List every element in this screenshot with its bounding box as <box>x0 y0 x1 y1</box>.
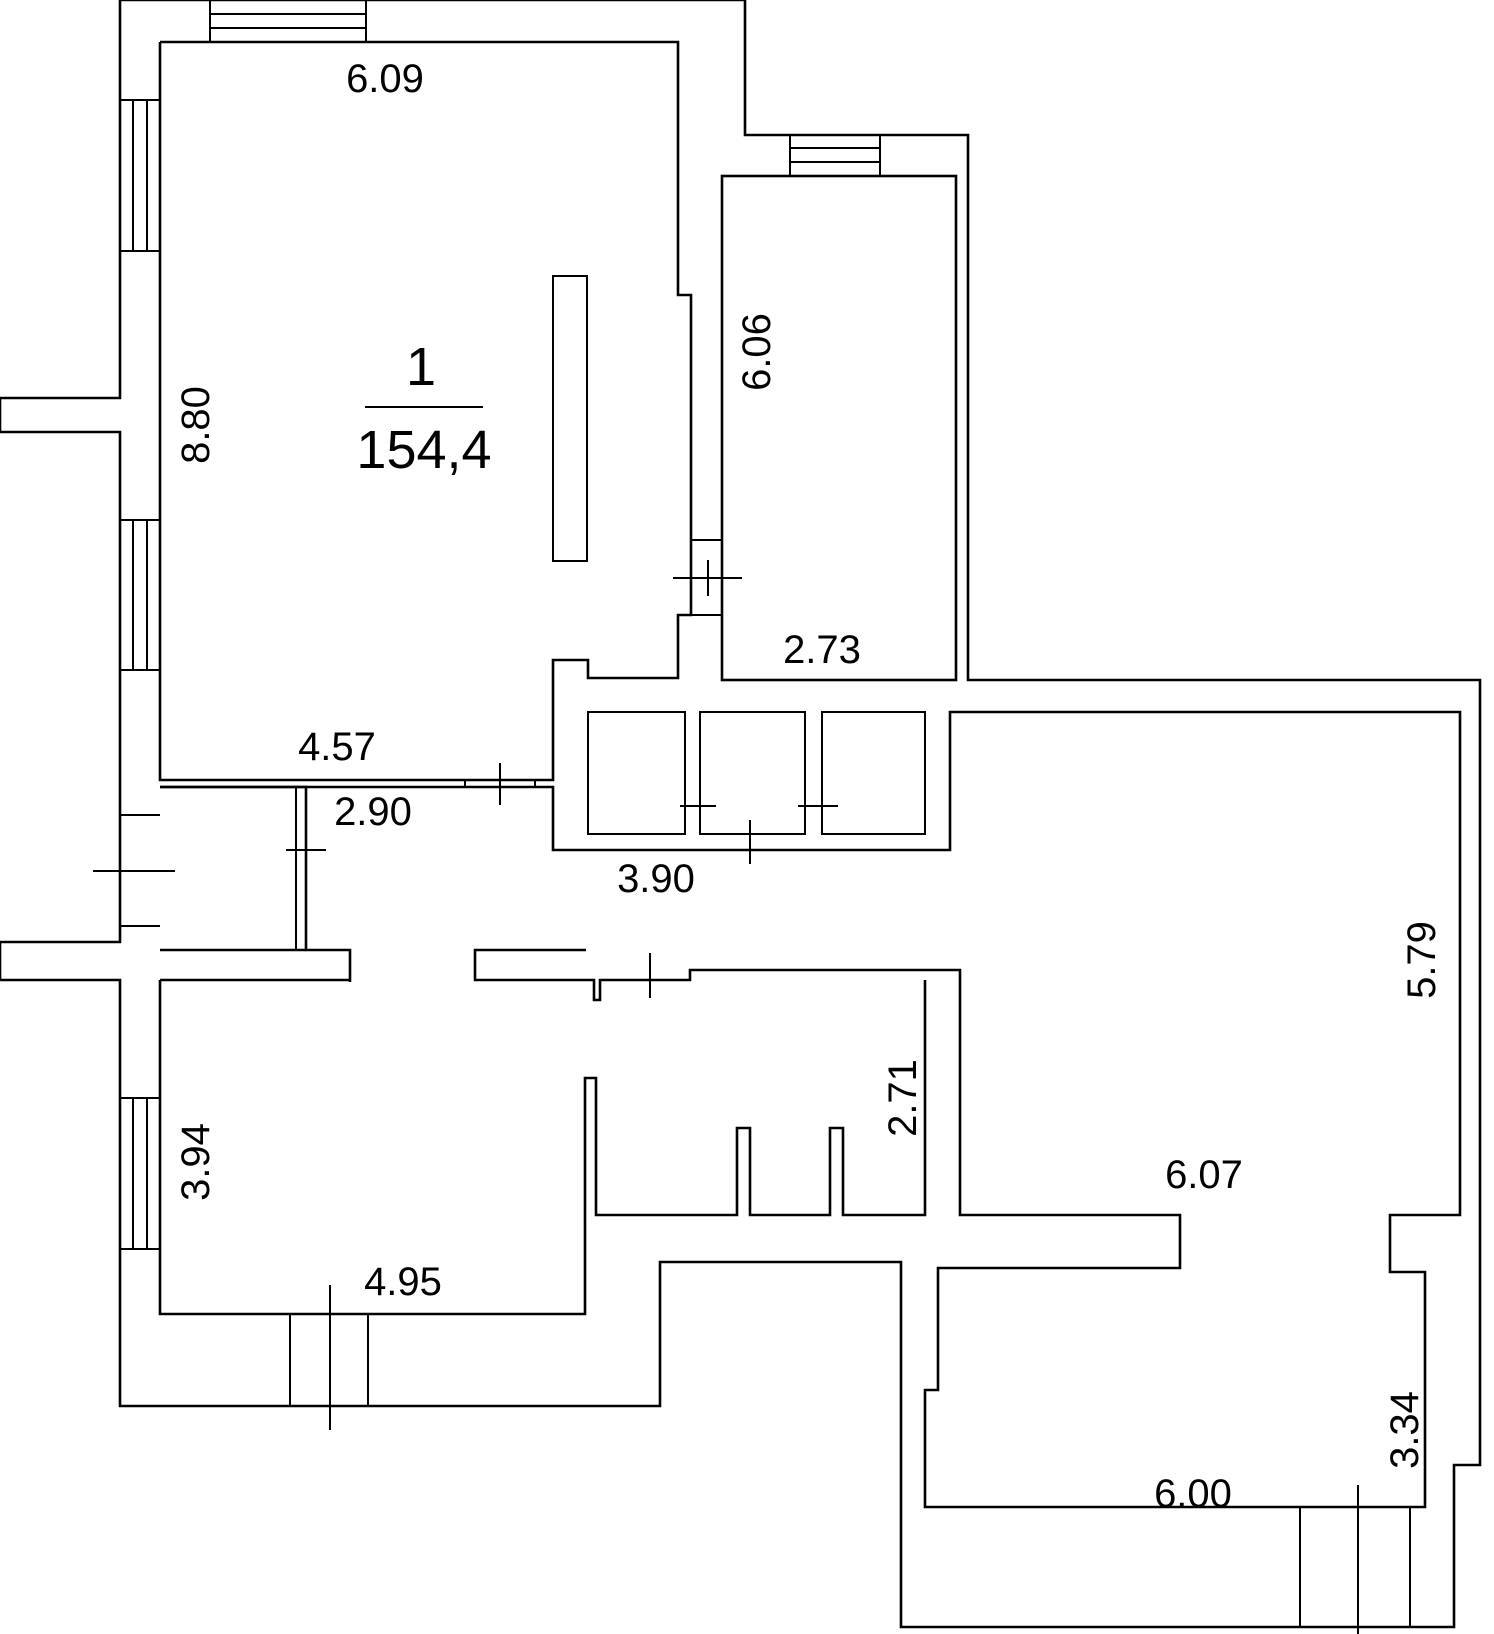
room-number: 1 <box>406 337 436 397</box>
dim-top-width: 6.09 <box>346 57 424 101</box>
dim-small-room-width: 2.90 <box>334 790 412 834</box>
corridor-walls <box>673 174 958 682</box>
dim-bath-height: 2.71 <box>881 1059 925 1137</box>
small-room-walls <box>93 785 352 982</box>
windows <box>119 0 881 1250</box>
room-label: 1 154,4 <box>356 337 491 480</box>
dim-bottom-left-width: 4.95 <box>364 1260 442 1304</box>
dim-bottom-right-width: 6.00 <box>1154 1472 1232 1516</box>
dim-left-height: 8.80 <box>174 386 218 464</box>
dim-bottom-right-height: 3.34 <box>1383 1391 1427 1469</box>
bottom-right-door <box>1299 1485 1411 1634</box>
dim-closets-width: 3.90 <box>617 857 695 901</box>
dim-corridor-width: 6.06 <box>735 313 779 391</box>
closets <box>587 711 926 864</box>
dim-corridor-bottom: 2.73 <box>783 628 861 672</box>
hall-walls <box>160 710 1462 1509</box>
bottom-left-room-walls <box>158 953 927 1430</box>
dim-hall-width: 4.57 <box>298 725 376 769</box>
room-1-walls <box>158 40 693 782</box>
column <box>552 275 588 562</box>
dim-right-height: 5.79 <box>1400 921 1444 999</box>
dimension-labels: 6.09 8.80 6.06 2.73 4.57 2.90 3.90 5.79 … <box>174 57 1444 1516</box>
room-area: 154,4 <box>356 420 491 480</box>
dim-bottom-left-height: 3.94 <box>174 1123 218 1201</box>
dim-right-room-width: 6.07 <box>1165 1153 1243 1197</box>
